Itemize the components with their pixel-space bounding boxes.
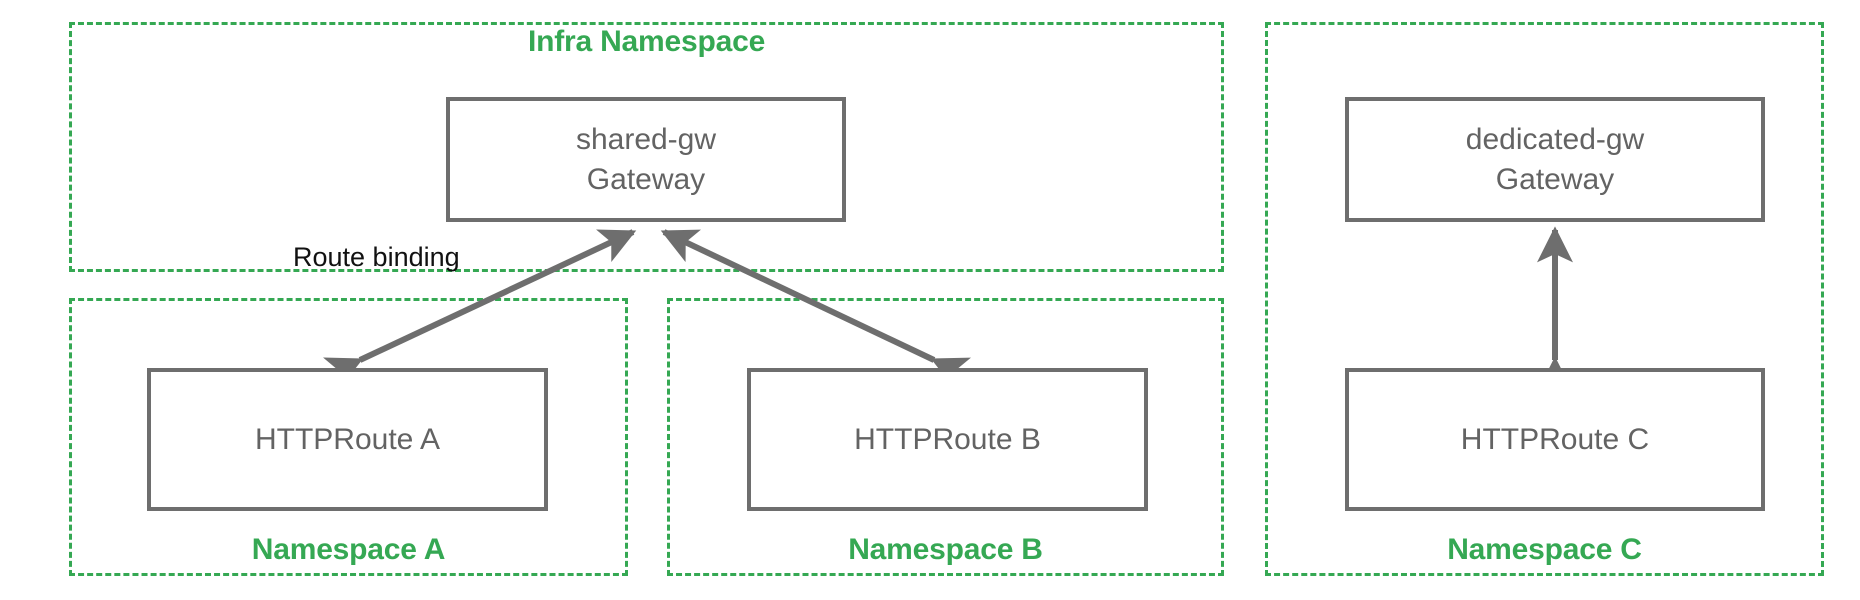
node-shared-gw-gateway[interactable]: shared-gw Gateway — [446, 97, 846, 222]
node-httproute-a-label: HTTPRoute A — [254, 422, 441, 456]
namespace-boundary-infra — [69, 22, 1224, 272]
node-dedicated-gw-gateway-line-1: dedicated-gw — [1465, 122, 1645, 156]
namespace-label-b: Namespace B — [848, 533, 1043, 566]
node-httproute-a[interactable]: HTTPRoute A — [147, 368, 548, 511]
edge-label-route-binding: Route binding — [293, 242, 460, 272]
node-shared-gw-gateway-line-2: Gateway — [586, 162, 706, 196]
node-httproute-c-label: HTTPRoute C — [1460, 422, 1650, 456]
node-shared-gw-gateway-line-1: shared-gw — [575, 122, 717, 156]
node-dedicated-gw-gateway-line-2: Gateway — [1495, 162, 1615, 196]
node-dedicated-gw-gateway[interactable]: dedicated-gw Gateway — [1345, 97, 1765, 222]
namespace-label-c: Namespace C — [1447, 533, 1642, 566]
node-httproute-b-label: HTTPRoute B — [854, 422, 1041, 456]
namespace-label-infra: Infra Namespace — [527, 25, 766, 58]
namespace-boundary-c — [1265, 22, 1824, 576]
node-httproute-b[interactable]: HTTPRoute B — [747, 368, 1148, 511]
node-httproute-c[interactable]: HTTPRoute C — [1345, 368, 1765, 511]
namespace-label-a: Namespace A — [251, 533, 446, 566]
